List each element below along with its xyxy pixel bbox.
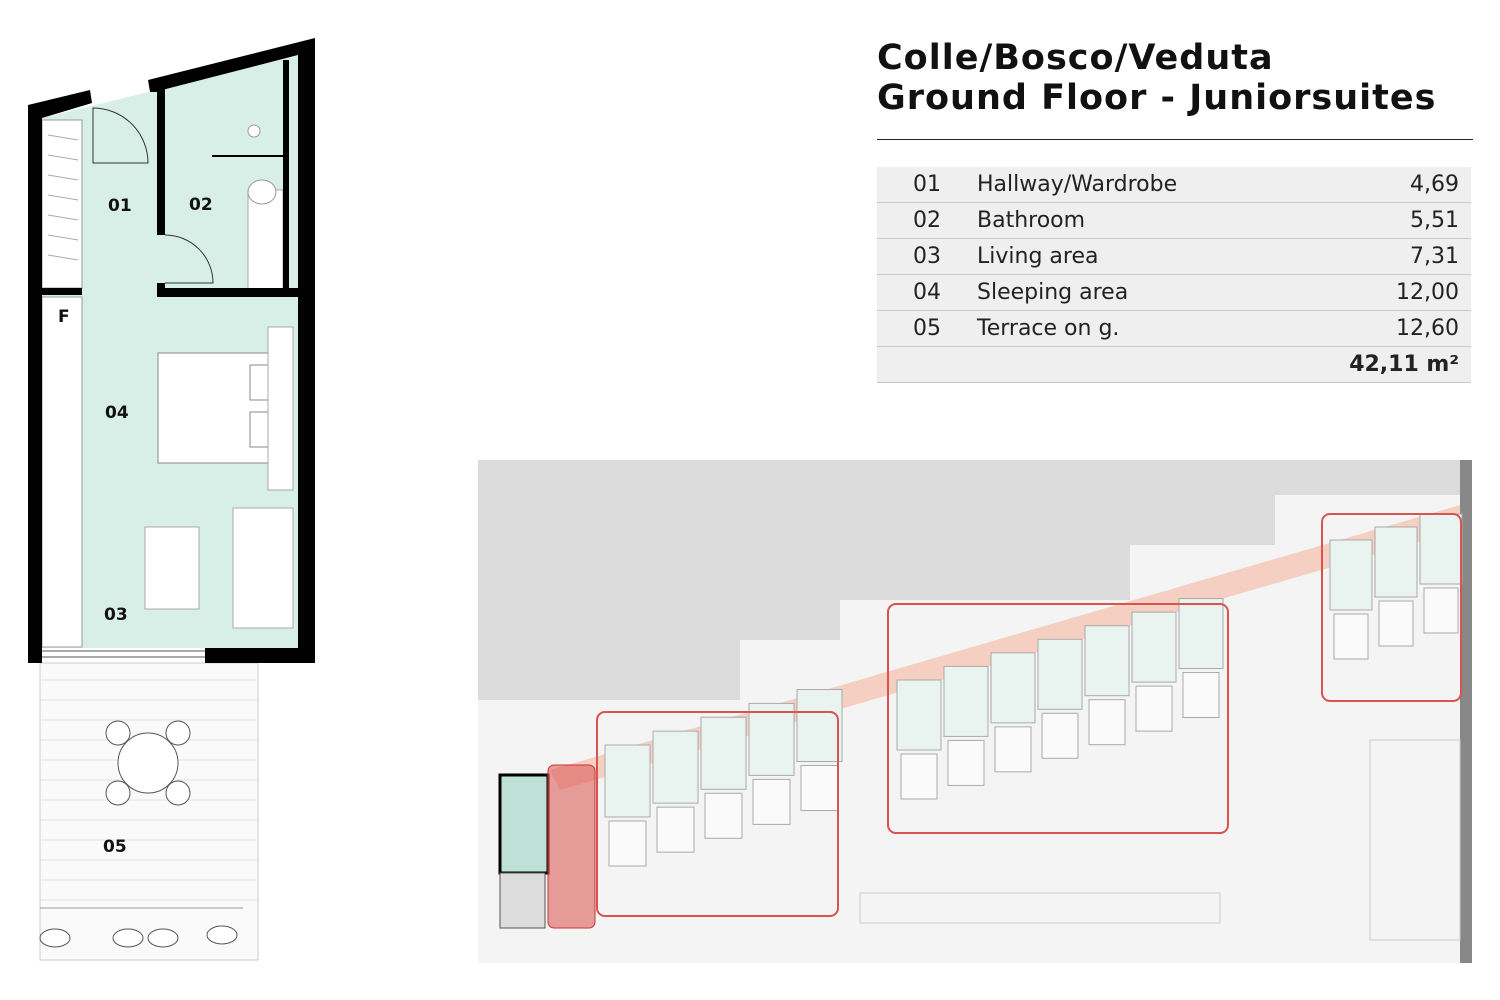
site-unit (604, 744, 651, 818)
site-unit-terrace (900, 753, 938, 800)
room-label-05: 05 (103, 837, 127, 857)
site-unit-terrace (1333, 613, 1369, 660)
site-unit-terrace (1378, 600, 1414, 647)
unit-floor-plan: F 01 02 03 04 05 (28, 38, 315, 961)
site-unit (1419, 513, 1463, 585)
selected-unit-red (547, 764, 596, 929)
room-label-03: 03 (104, 605, 128, 625)
room-number: 02 (877, 202, 977, 239)
washbasin (247, 189, 284, 291)
junior-suite-group-2 (887, 603, 1229, 834)
site-unit (796, 689, 843, 763)
site-unit-terrace (1423, 587, 1459, 634)
room-name: Terrace on g. (977, 310, 1285, 347)
wardrobe (41, 119, 83, 289)
site-unit (896, 679, 942, 751)
site-unit (1329, 539, 1373, 611)
terrace-05 (39, 662, 259, 961)
site-unit (700, 716, 747, 790)
junior-suite-group-3 (1321, 513, 1462, 702)
room-name: Sleeping area (977, 274, 1285, 311)
walls (28, 38, 315, 663)
room-number: 04 (877, 274, 977, 311)
site-unit-terrace (1088, 699, 1126, 746)
title-line-2: Ground Floor - Juniorsuites (877, 78, 1437, 118)
site-unit-terrace (656, 806, 695, 853)
site-unit (1131, 611, 1177, 683)
room-fill (42, 55, 300, 648)
site-unit-terrace (1041, 712, 1079, 759)
corridor (550, 505, 1460, 790)
sideboard (41, 296, 83, 648)
site-unit-terrace (800, 765, 839, 812)
room-label-01: 01 (108, 196, 132, 216)
site-unit-terrace (1135, 685, 1173, 732)
site-unit (990, 652, 1036, 724)
hillside-area (478, 460, 1465, 700)
site-unit (748, 702, 795, 776)
room-label-02: 02 (189, 195, 213, 215)
room-label-04: 04 (105, 403, 129, 423)
total-area: 42,11 m² (1284, 346, 1471, 383)
room-area: 12,00 (1284, 274, 1471, 311)
room-number: 01 (877, 167, 977, 203)
desk (144, 526, 200, 610)
title-divider (877, 139, 1473, 140)
site-unit-terrace (947, 739, 985, 786)
room-area: 12,60 (1284, 310, 1471, 347)
room-area: 4,69 (1284, 167, 1471, 203)
site-unit (652, 730, 699, 804)
sofa (232, 507, 294, 629)
site-unit-terrace (994, 726, 1032, 773)
toilet (247, 179, 277, 205)
room-number: 03 (877, 238, 977, 275)
room-name: Hallway/Wardrobe (977, 167, 1285, 203)
site-unit (1084, 625, 1130, 697)
total-row: 42,11 m² (877, 346, 1471, 383)
site-unit-terrace (1182, 672, 1220, 719)
entrance-door (92, 107, 149, 164)
site-unit-terrace (752, 778, 791, 825)
site-unit (1178, 598, 1224, 670)
junior-suite-group-1 (596, 711, 839, 917)
site-unit-terrace (608, 820, 647, 867)
fridge-label: F (58, 307, 70, 327)
bathroom-door (164, 234, 214, 284)
title-line-1: Colle/Bosco/Veduta (877, 38, 1274, 78)
site-unit (1037, 638, 1083, 710)
room-area: 7,31 (1284, 238, 1471, 275)
room-number: 05 (877, 310, 977, 347)
room-area: 5,51 (1284, 202, 1471, 239)
table-icon (117, 732, 179, 794)
room-name: Living area (977, 238, 1285, 275)
site-unit-terrace (704, 792, 743, 839)
room-name: Bathroom (977, 202, 1285, 239)
site-unit (943, 665, 989, 737)
shower (247, 124, 261, 138)
selected-unit-teal (498, 773, 550, 875)
site-unit (1374, 526, 1418, 598)
